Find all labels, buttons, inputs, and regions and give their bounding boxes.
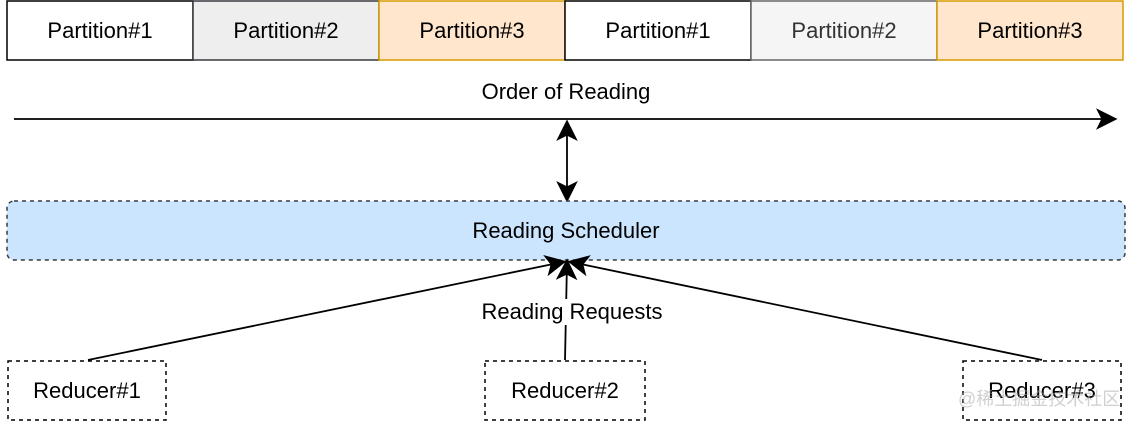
partition-label-2: Partition#2 <box>233 18 339 43</box>
reducer-3-box <box>962 360 1122 421</box>
reading-requests-label: Reading Requests <box>478 299 666 325</box>
partition-label-5: Partition#2 <box>791 18 897 43</box>
partition-label-4: Partition#1 <box>605 18 711 43</box>
reducer-label-3: Reducer#3 <box>988 378 1096 403</box>
reducer-2-box <box>484 360 646 421</box>
partition-cell-3 <box>378 0 566 61</box>
reducer-label-1: Reducer#1 <box>33 378 141 403</box>
reducer-3-request-arrow <box>567 255 1043 361</box>
reducer-1-request-arrow <box>87 255 567 361</box>
partition-cell-1 <box>6 0 194 61</box>
partition-cell-6 <box>936 0 1124 61</box>
partition-cell-5 <box>750 0 938 61</box>
reducer-label-2: Reducer#2 <box>511 378 619 403</box>
partition-label-3: Partition#3 <box>419 18 525 43</box>
partition-label-1: Partition#1 <box>47 18 153 43</box>
reading-scheduler-label: Reading Scheduler <box>472 218 660 243</box>
partition-label-6: Partition#3 <box>977 18 1083 43</box>
order-of-reading-label: Order of Reading <box>481 79 651 104</box>
reducer-1-box <box>7 360 167 421</box>
partition-row <box>6 0 1124 61</box>
partition-cell-2 <box>192 0 380 61</box>
